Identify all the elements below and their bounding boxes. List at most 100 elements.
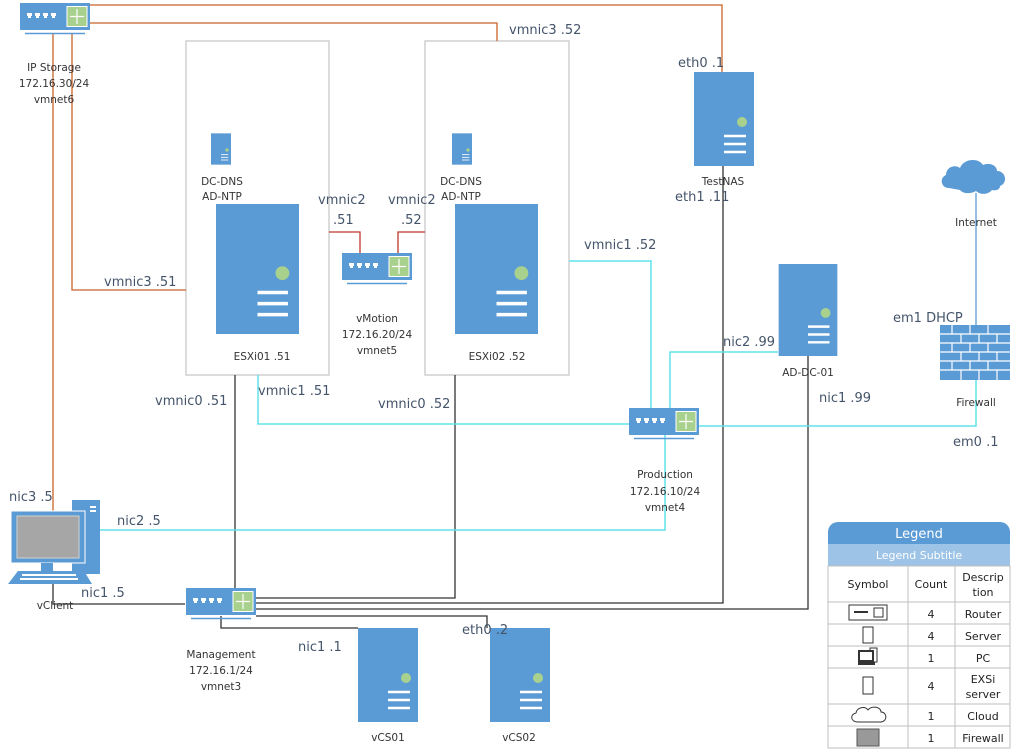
legend-title: Legend [895, 527, 943, 542]
testnas-server-icon[interactable] [694, 72, 754, 166]
legend: Legend Legend Subtitle Symbol Count Desc… [827, 522, 1011, 749]
esxi02-server-icon[interactable] [455, 203, 538, 335]
legend-header [828, 522, 1010, 544]
vclient-nic2-label: nic2 .5 [117, 514, 161, 529]
esxi02-vmnic2-label: vmnic2 [388, 193, 436, 208]
legend-cloud-icon [851, 706, 887, 723]
link-mgmt-vcs01 [220, 616, 358, 629]
management-subnet: 172.16.1/24 [189, 665, 253, 677]
legend-desc-2: server [966, 688, 1001, 701]
link-vmotion-esxi02 [397, 231, 425, 253]
vcs02-server-icon[interactable] [490, 628, 550, 722]
legend-desc: PC [976, 652, 991, 665]
esxi01-vmnic2-label: vmnic2 [318, 193, 366, 208]
production-router-icon[interactable] [629, 408, 699, 440]
firewall-icon[interactable] [940, 325, 1010, 380]
esxi02-name: ESXi02 .52 [469, 351, 526, 363]
legend-desc: Router [965, 608, 1002, 621]
esxi02-vmnic2-ip: .52 [401, 213, 422, 228]
vcs01-server-icon[interactable] [358, 628, 418, 722]
esxi01-name: ESXi01 .51 [234, 351, 291, 363]
vclient-name: vClient [37, 600, 74, 612]
link-prod-vclient [100, 435, 666, 531]
production-vmnet: vmnet4 [645, 502, 686, 514]
addc-server-icon[interactable] [778, 264, 838, 356]
ip-storage-name: IP Storage [27, 62, 81, 74]
link-mgmt-vcs02 [256, 615, 488, 628]
legend-firewall-icon [856, 728, 880, 747]
link-prod-esxi01 [257, 375, 629, 425]
vcs01-nic1-label: nic1 .1 [298, 640, 342, 655]
link-storage-esxi01 [71, 33, 186, 291]
testnas-name: TestNAS [701, 176, 745, 188]
esxi01-vmnic1-label: vmnic1 .51 [258, 384, 330, 399]
management-vmnet: vmnet3 [201, 681, 241, 693]
ip-storage-router-icon[interactable] [20, 3, 90, 35]
esxi02-vm-line2: AD-NTP [441, 191, 481, 203]
legend-desc: EXSi [971, 673, 996, 686]
internet-cloud-icon[interactable] [941, 159, 1006, 194]
esxi02-vm-server-icon[interactable] [452, 133, 472, 165]
legend-count: 4 [928, 608, 935, 621]
ip-storage-subnet: 172.16.30/24 [19, 78, 90, 90]
legend-count: 1 [928, 710, 935, 723]
management-name: Management [186, 649, 255, 661]
legend-subtitle-bar [828, 544, 1010, 566]
legend-esxi-server-icon [862, 676, 874, 695]
esxi02-vmnic3-label: vmnic3 .52 [509, 23, 581, 38]
legend-desc: Server [965, 630, 1002, 643]
firewall-name: Firewall [956, 397, 996, 409]
vmotion-router-icon[interactable] [342, 253, 412, 285]
management-router-icon[interactable] [186, 588, 256, 620]
esxi01-vm-line2: AD-NTP [202, 191, 242, 203]
link-prod-addc [669, 351, 778, 408]
link-mgmt-esxi02 [256, 375, 456, 599]
firewall-em0-label: em0 .1 [953, 435, 998, 450]
link-storage-esxi02 [88, 22, 498, 41]
legend-desc: Cloud [967, 710, 998, 723]
legend-desc: Firewall [962, 732, 1003, 745]
addc-nic1-label: nic1 .99 [819, 391, 871, 406]
link-storage-testnas [88, 4, 723, 72]
vcs01-name: vCS01 [371, 732, 405, 744]
legend-count: 1 [928, 732, 935, 745]
legend-subtitle: Legend Subtitle [876, 549, 963, 562]
legend-count: 4 [928, 680, 935, 693]
esxi01-vm-line1: DC-DNS [201, 176, 243, 188]
addc-nic2-label: nic2 .99 [723, 335, 775, 350]
legend-header-count: Count [915, 578, 948, 591]
testnas-eth0-label: eth0 .1 [678, 56, 724, 71]
ip-storage-vmnet: vmnet6 [34, 94, 75, 106]
esxi02-vm-line1: DC-DNS [440, 176, 482, 188]
esxi02-vmnic1-label: vmnic1 .52 [584, 238, 656, 253]
vclient-pc-icon[interactable] [8, 500, 100, 584]
legend-pc-icon [858, 647, 878, 665]
firewall-em1-label: em1 DHCP [893, 311, 963, 326]
vcs02-eth0-label: eth0 .2 [462, 623, 508, 638]
esxi01-server-icon[interactable] [216, 203, 299, 335]
legend-server-icon [862, 626, 874, 644]
addc-name: AD-DC-01 [782, 367, 834, 379]
esxi01-vm-server-icon[interactable] [211, 133, 231, 165]
production-subnet: 172.16.10/24 [630, 486, 701, 498]
esxi01-vmnic0-label: vmnic0 .51 [155, 394, 227, 409]
link-vmotion-esxi01 [329, 231, 361, 253]
link-mgmt-addc [256, 356, 809, 610]
legend-router-icon [848, 604, 888, 621]
legend-header-description-2: tion [972, 586, 993, 599]
testnas-eth1-label: eth1 .11 [675, 190, 729, 205]
esxi01-vmnic2-ip: .51 [333, 213, 354, 228]
vcs02-name: vCS02 [502, 732, 536, 744]
link-mgmt-vclient [52, 583, 185, 605]
link-prod-esxi02 [569, 260, 652, 408]
production-name: Production [637, 469, 693, 481]
esxi01-vmnic3-label: vmnic3 .51 [104, 275, 176, 290]
link-mgmt-testnas [256, 166, 724, 604]
vclient-nic3-label: nic3 .5 [9, 490, 53, 505]
vmotion-subnet: 172.16.20/24 [342, 329, 413, 341]
legend-header-symbol: Symbol [848, 578, 889, 591]
vclient-nic1-label: nic1 .5 [81, 586, 125, 601]
legend-count: 1 [928, 652, 935, 665]
link-prod-firewall [699, 380, 977, 427]
